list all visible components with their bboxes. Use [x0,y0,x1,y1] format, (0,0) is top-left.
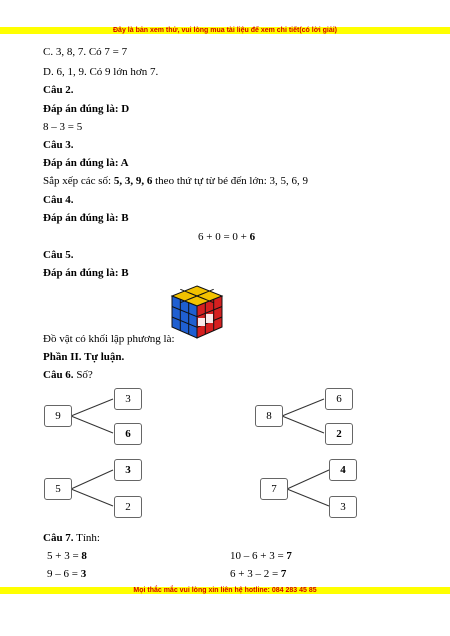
number-bond-answer: 3 [114,459,142,481]
calc-row-1-right: 10 – 6 + 3 = 7 [230,550,292,562]
calc-row-2-right: 6 + 3 – 2 = 7 [230,568,287,580]
number-bond-root: 7 [260,478,288,500]
question-7-heading: Câu 7. Tính: [43,532,100,544]
number-bond-root: 5 [44,478,72,500]
number-bond-answer: 2 [325,423,353,445]
answer-5: Đáp án đúng là: B [43,267,129,279]
answer-3: Đáp án đúng là: A [43,157,129,169]
option-d: D. 6, 1, 9. Có 9 lớn hơn 7. [43,66,159,78]
question-3-heading: Câu 3. [43,139,74,151]
number-bond-answer: 4 [329,459,357,481]
question-6-heading: Câu 6. Số? [43,369,93,381]
number-bond-answer: 6 [114,423,142,445]
calc-row-1-left: 5 + 3 = 8 [47,550,87,562]
number-bond-part: 3 [114,388,142,410]
calc-2: 8 – 3 = 5 [43,121,83,133]
number-bond-part: 6 [325,388,353,410]
question-2-heading: Câu 2. [43,84,74,96]
number-bond-root: 8 [255,405,283,427]
footer-banner: Mọi thắc mắc vui lòng xin liên hệ hotlin… [0,587,450,594]
cube-caption: Đồ vật có khối lập phương là: [43,333,175,345]
question-5-heading: Câu 5. [43,249,74,261]
answer-4: Đáp án đúng là: B [43,212,129,224]
answer-2: Đáp án đúng là: D [43,103,130,115]
header-banner: Đây là bản xem thử, vui lòng mua tài liệ… [0,27,450,34]
calc-row-2-left: 9 – 6 = 3 [47,568,87,580]
sort-sentence: Sắp xếp các số: 5, 3, 9, 6 theo thứ tự t… [43,175,309,187]
equation-4: 6 + 0 = 0 + 6 [198,231,256,243]
question-4-heading: Câu 4. [43,194,74,206]
option-c: C. 3, 8, 7. Có 7 = 7 [43,46,128,58]
number-bond-root: 9 [44,405,72,427]
number-bond-part: 2 [114,496,142,518]
rubiks-cube-image [170,285,224,339]
part-2-heading: Phần II. Tự luận. [43,351,125,363]
number-bond-part: 3 [329,496,357,518]
